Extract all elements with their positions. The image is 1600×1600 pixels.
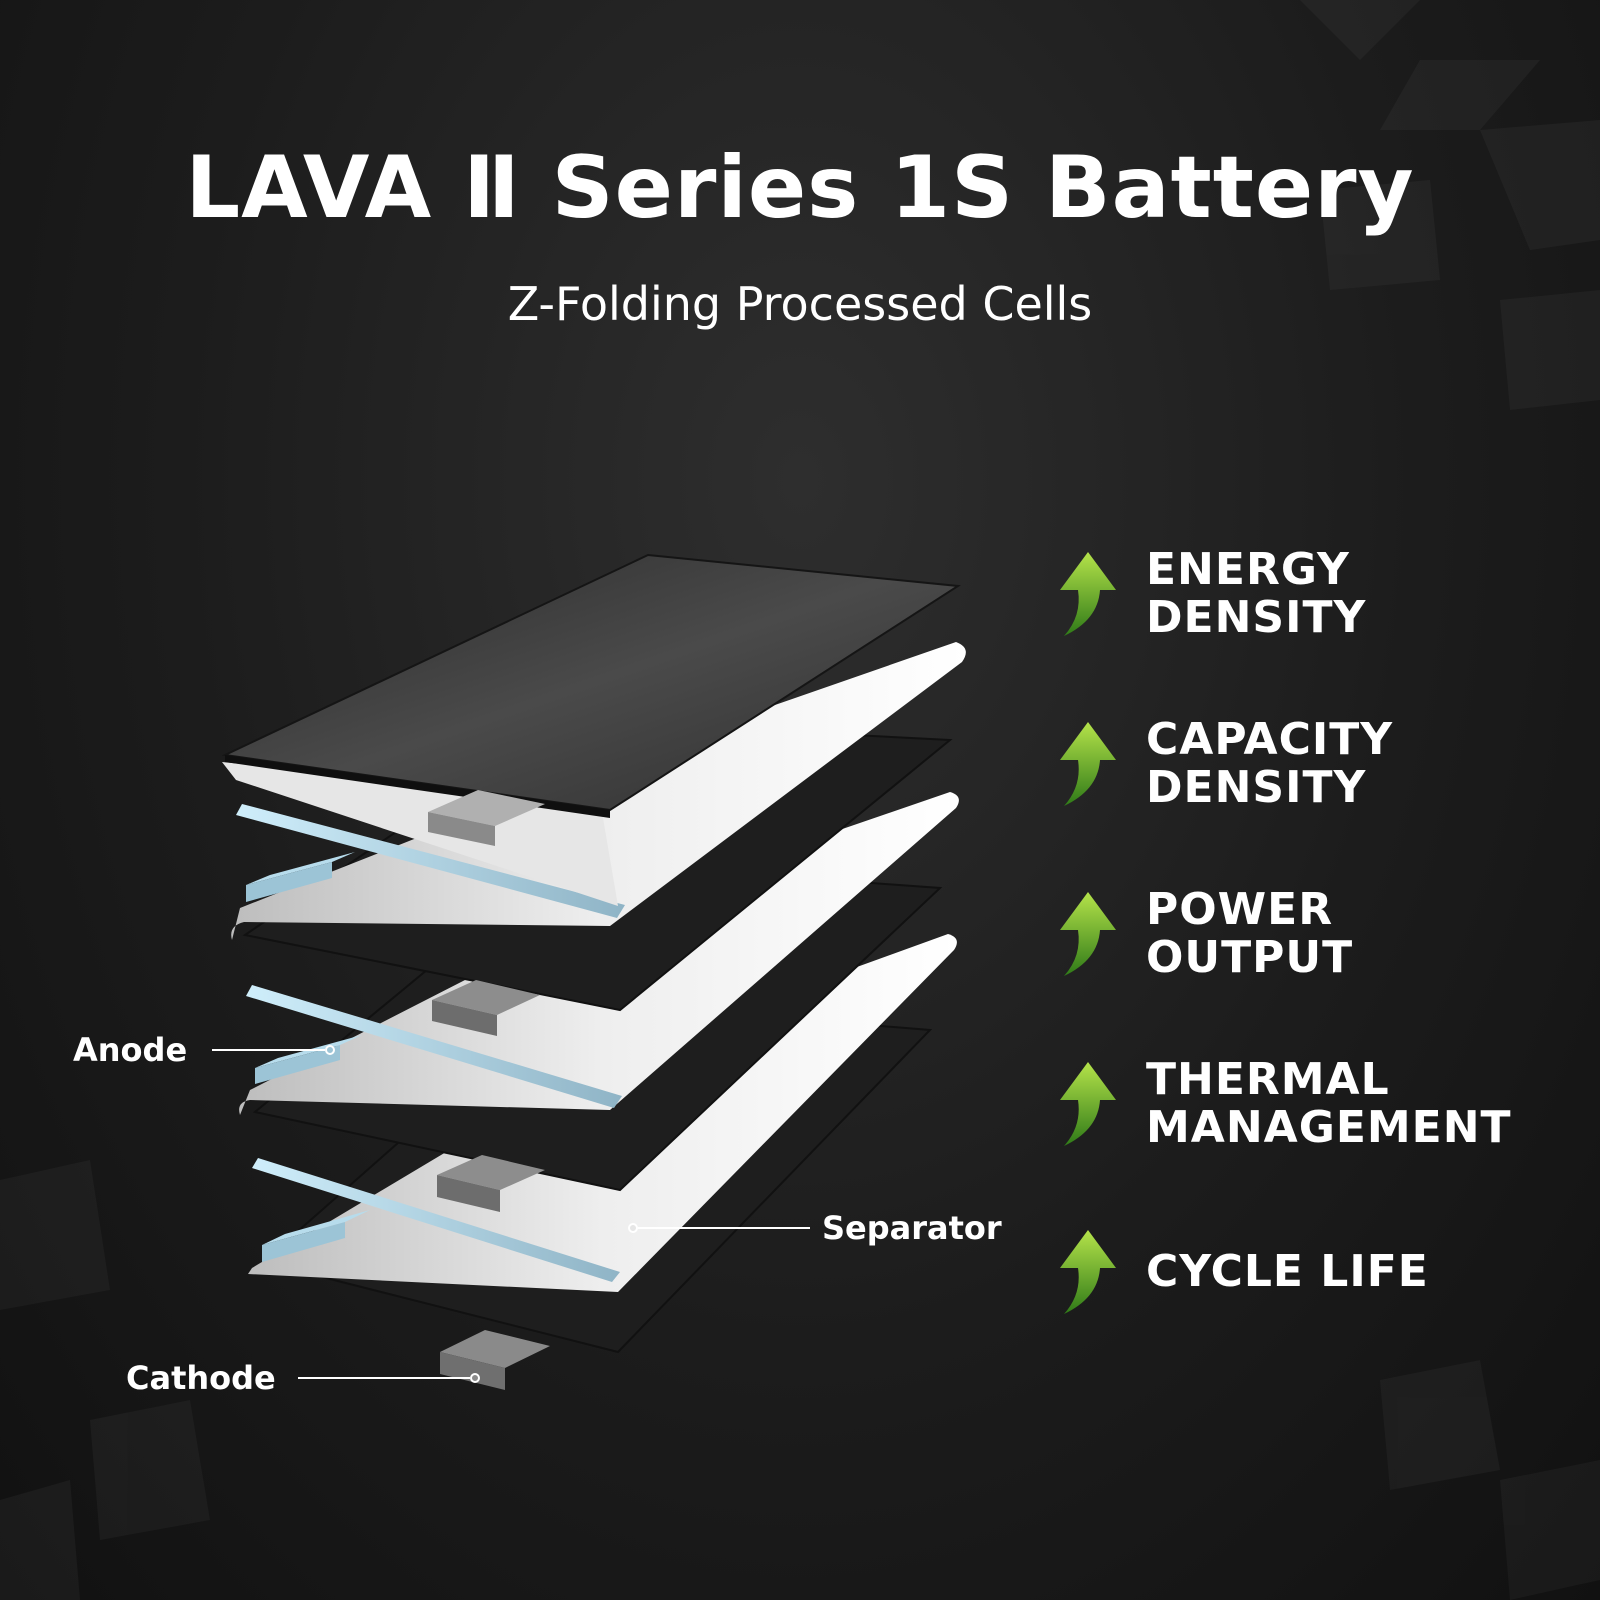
feature-line-1: CAPACITY [1146,714,1394,765]
cathode-tab [437,1155,545,1190]
anode-sheet [236,804,625,918]
feature-power-output: POWER OUTPUT [1052,886,1353,982]
anode-tab-face [246,862,332,902]
cathode-tab [432,980,540,1015]
separator-callout-dot [628,1223,638,1233]
up-arrow-icon [1060,1230,1116,1314]
cathode-tab [428,790,545,826]
anode-tab [246,852,355,885]
separator-label: Separator [822,1209,1002,1247]
page-title: LAVA Ⅱ Series 1S Battery [185,138,1415,238]
anode-tab-face [262,1222,345,1262]
feature-line-2: MANAGEMENT [1146,1102,1512,1153]
feature-line-1: POWER [1146,884,1334,935]
feature-thermal-management: THERMAL MANAGEMENT [1052,1056,1512,1152]
feature-line-2: DENSITY [1146,592,1367,643]
cell-top-layer [221,553,961,906]
anode-tab [262,1210,370,1245]
anode-sheet [246,985,622,1108]
anode-sheet [252,1158,620,1282]
up-arrow-icon [1060,552,1116,636]
cathode-callout-dot [470,1373,480,1383]
page-subtitle: Z-Folding Processed Cells [507,277,1093,331]
up-arrow-icon [1060,1062,1116,1146]
cathode-tab-side [437,1175,500,1212]
feature-line-2: DENSITY [1146,762,1367,813]
cathode-label: Cathode [126,1359,276,1397]
callout-lines [212,1045,810,1383]
feature-capacity-density: CAPACITY DENSITY [1052,716,1393,812]
anode-tab [255,1035,362,1068]
cathode-tab [440,1330,550,1368]
feature-cycle-life: CYCLE LIFE [1052,1228,1429,1316]
feature-line-1: CYCLE LIFE [1146,1246,1429,1297]
cathode-tab-side [432,1000,497,1036]
anode-label: Anode [73,1031,188,1069]
feature-energy-density: ENERGY DENSITY [1052,546,1366,642]
cathode-tab-side [428,812,495,846]
anode-callout-dot [325,1045,335,1055]
feature-line-1: THERMAL [1146,1054,1390,1105]
feature-line-2: OUTPUT [1146,932,1354,983]
up-arrow-icon [1060,892,1116,976]
anode-tab-face [255,1045,340,1084]
cathode-tab-side [440,1352,505,1390]
feature-line-1: ENERGY [1146,544,1350,595]
up-arrow-icon [1060,722,1116,806]
